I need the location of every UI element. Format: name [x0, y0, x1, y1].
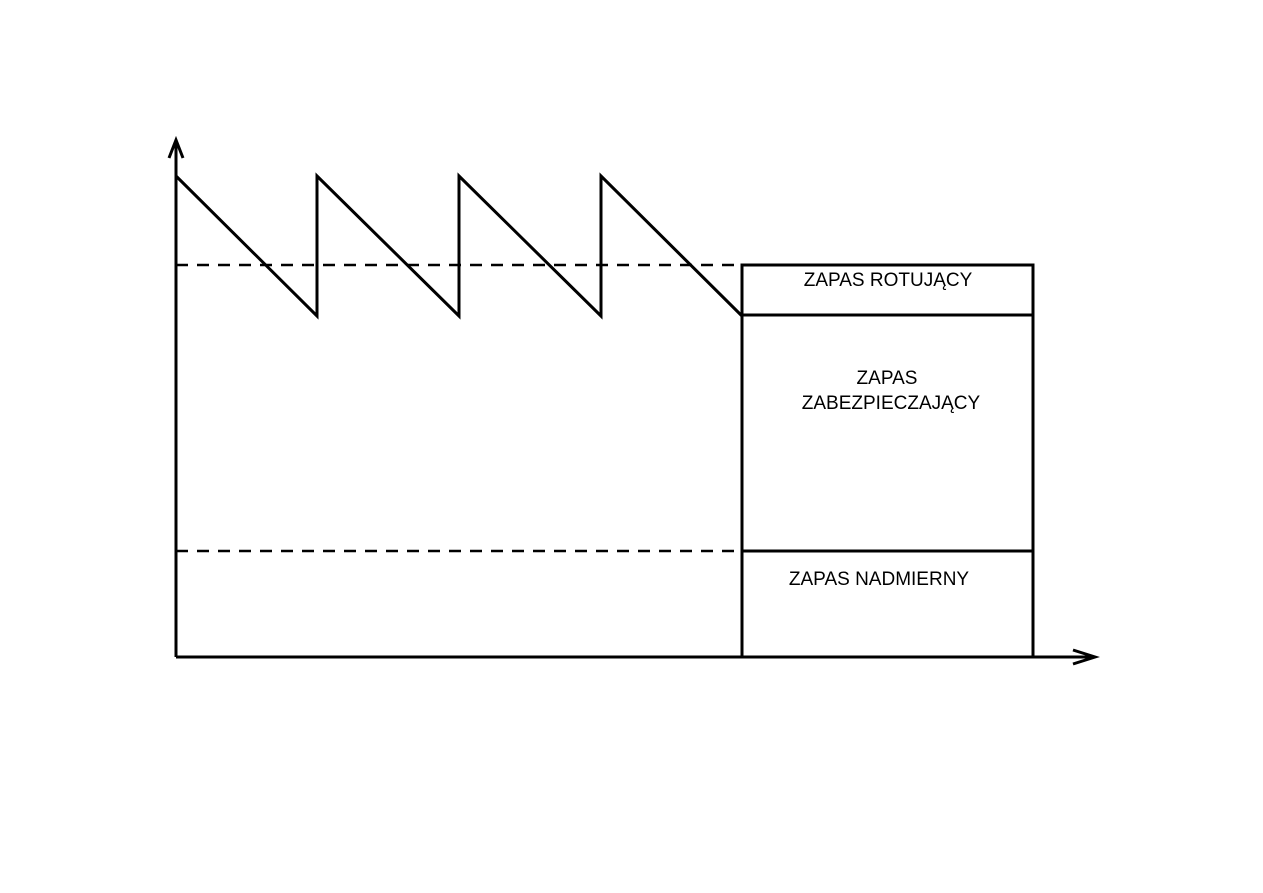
y-axis-arrowhead — [167, 135, 185, 159]
safety-stock-label-line2: ZABEZPIECZAJĄCY — [802, 393, 981, 414]
x-axis-arrowhead — [1072, 648, 1100, 666]
excess-stock-label: ZAPAS NADMIERNY — [789, 569, 970, 590]
zones-outline — [740, 263, 1035, 659]
stock-zones-box: ZAPAS ROTUJĄCY ZAPAS ZABEZPIECZAJĄCY ZAP… — [740, 263, 1035, 659]
rotating-stock-label: ZAPAS ROTUJĄCY — [804, 270, 973, 291]
safety-stock-label-line1: ZAPAS — [857, 368, 918, 389]
inventory-sawtooth-curve — [174, 172, 744, 320]
y-axis — [167, 135, 185, 657]
